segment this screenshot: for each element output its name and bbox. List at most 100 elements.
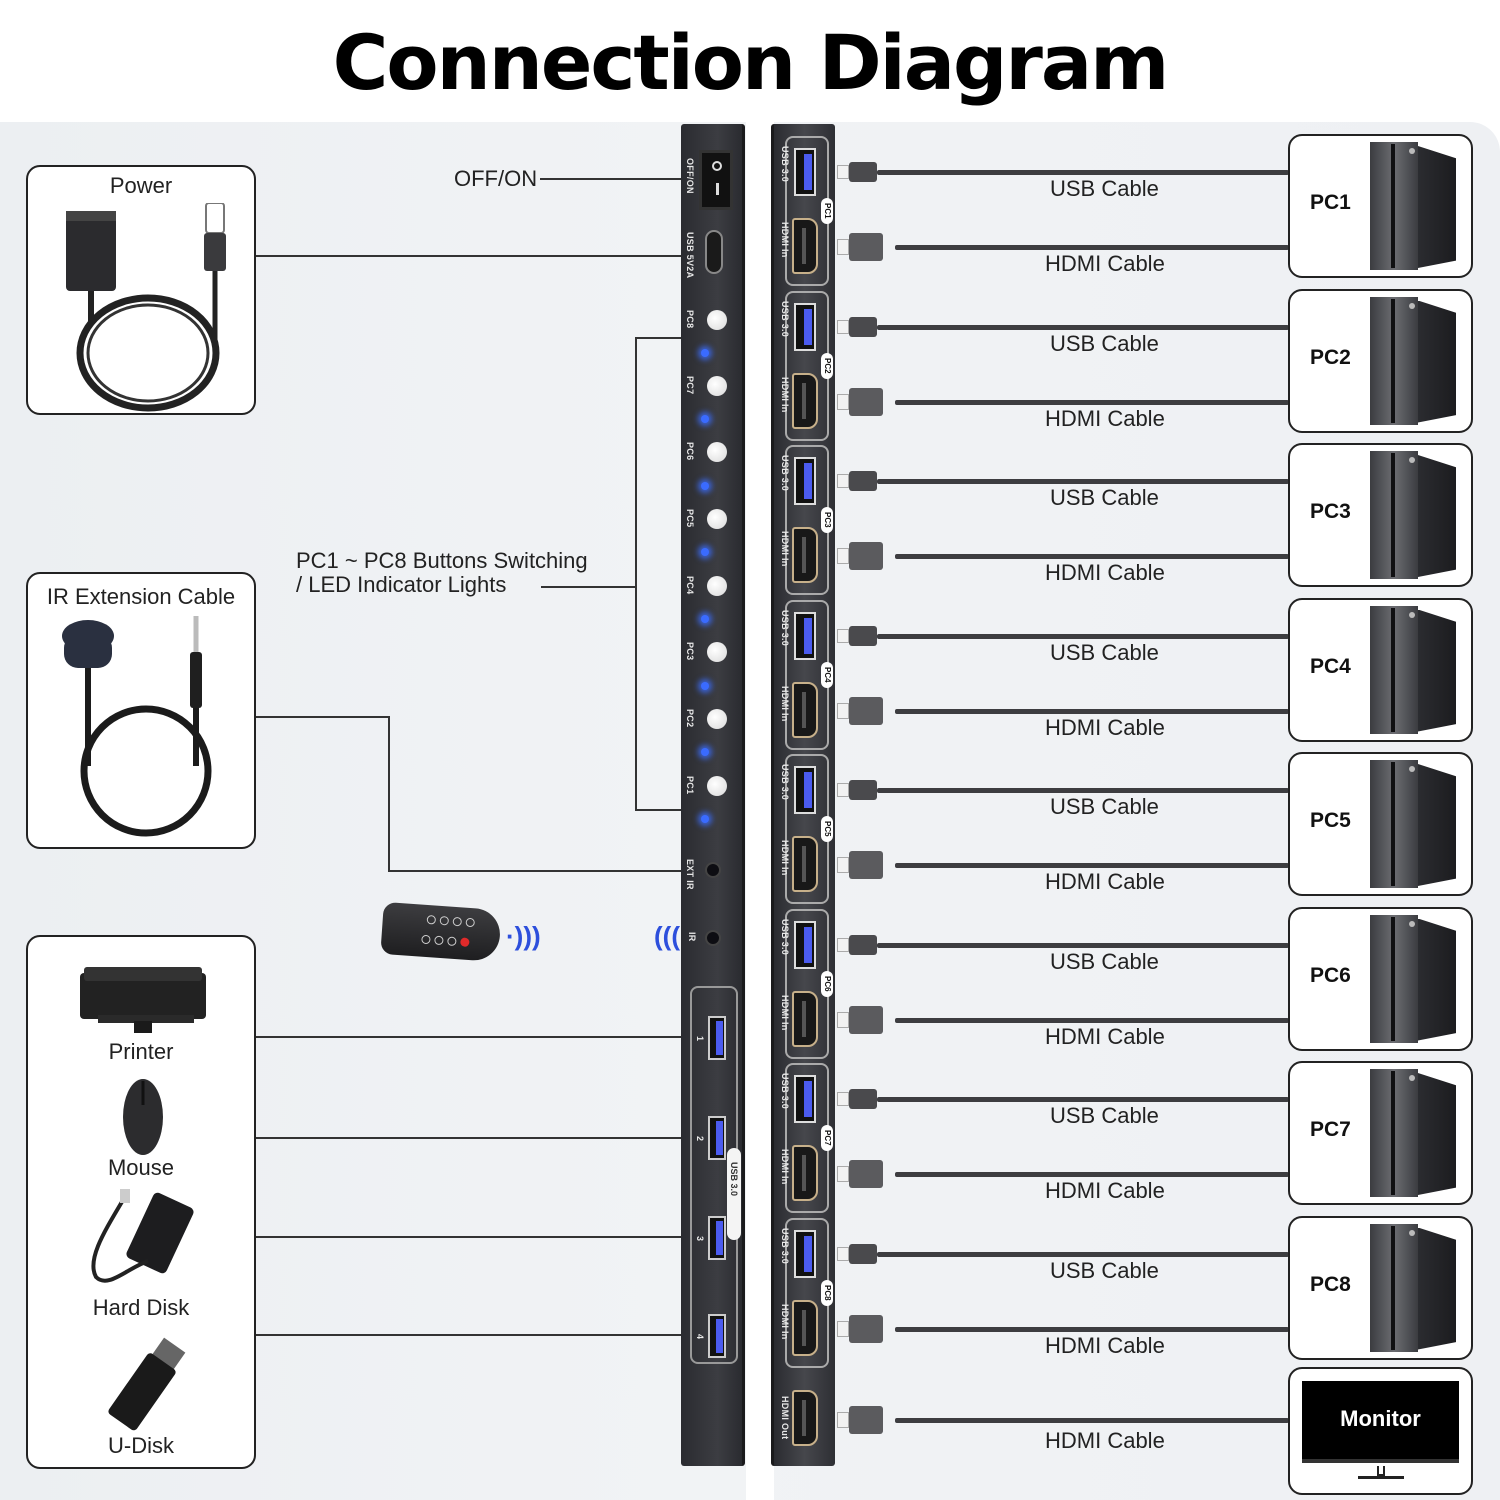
usb-plug-tip <box>837 165 849 179</box>
usb-plug-body <box>849 625 877 646</box>
hdmi-plug-body <box>849 387 883 416</box>
pc4-group-tag: PC4 <box>821 661 833 688</box>
hdmi-in-label: HDMI In <box>780 376 790 413</box>
pc3-hdmi-cable <box>895 554 1289 559</box>
u-disk-label: U-Disk <box>108 1433 174 1458</box>
pc2-card: PC2 <box>1288 288 1473 433</box>
usb-plug-body <box>849 1243 877 1264</box>
hdmi-out-label: HDMI Out <box>780 1396 790 1440</box>
pc8-button[interactable] <box>707 310 727 330</box>
pc1-card: PC1 <box>1288 134 1473 278</box>
hdmi-plug-body <box>849 851 883 879</box>
pc4-usb-port[interactable] <box>794 611 816 660</box>
hdmi-plug-body <box>849 542 883 570</box>
power-card: Power <box>26 165 256 415</box>
usb-port-1[interactable] <box>708 1016 726 1060</box>
pc7-usb-port[interactable] <box>794 1075 816 1123</box>
pc2-label: PC2 <box>1310 345 1351 369</box>
pc1-button[interactable] <box>707 776 727 796</box>
pc5-hdmi-in-port[interactable] <box>792 836 818 892</box>
printer-icon <box>80 967 206 1033</box>
usb-c-power-port[interactable] <box>705 230 723 274</box>
monitor-icon: Monitor <box>1302 1381 1459 1463</box>
mouse-label: Mouse <box>107 1155 175 1180</box>
mouse-icon <box>123 1079 163 1155</box>
pc4-hdmi-in-port[interactable] <box>792 681 818 738</box>
pc3-hdmi-in-port[interactable] <box>792 527 818 583</box>
pc3-button[interactable] <box>707 642 727 662</box>
pc8-card: PC8 <box>1288 1215 1473 1360</box>
pc4-button[interactable] <box>707 576 727 596</box>
pc8-group-tag: PC8 <box>821 1279 833 1306</box>
pc8-hdmi-in-port[interactable] <box>792 1299 818 1356</box>
switch-label: OFF/ON <box>685 158 695 194</box>
ir-extension-card: IR Extension Cable <box>26 572 256 849</box>
ir-remote-control-icon <box>380 901 502 963</box>
pc3-usb-plug-icon <box>837 471 881 491</box>
power-connector-line <box>256 255 682 257</box>
pc1-usb-cable <box>877 170 1289 175</box>
pc4-hdmi-cable <box>895 708 1289 714</box>
usb-port-2[interactable] <box>708 1116 726 1160</box>
pc2-button[interactable] <box>707 709 727 729</box>
ext-ir-jack[interactable] <box>705 862 721 878</box>
mouse-connector-line <box>256 1137 682 1139</box>
pc5-led <box>701 548 709 556</box>
button-label-pc1: PC1 <box>685 776 695 795</box>
pc6-usb-port[interactable] <box>794 920 816 969</box>
tower-power-button <box>1409 611 1415 618</box>
pc-tower-icon <box>1370 142 1456 270</box>
pc2-hdmi-in-port[interactable] <box>792 372 818 429</box>
pc6-hdmi-cable <box>895 1017 1289 1023</box>
pc3-hdmi-plug-icon <box>837 542 897 570</box>
usb-plug-body <box>849 316 877 337</box>
pc8-usb-plug-icon <box>837 1243 881 1264</box>
tower-slit <box>1391 1071 1395 1195</box>
pc6-usb-cable-label: USB Cable <box>1050 948 1159 974</box>
pc3-usb-port[interactable] <box>794 457 816 505</box>
pc7-hdmi-cable-label: HDMI Cable <box>1045 1178 1165 1203</box>
hdmi-in-label: HDMI In <box>780 1149 790 1185</box>
hdmi-plug-tip <box>837 393 849 410</box>
pc1-usb-port[interactable] <box>794 148 816 196</box>
hdmi-plug-tip <box>837 702 849 719</box>
pc1-group-tag: PC1 <box>821 198 833 224</box>
pc-tower-icon <box>1370 451 1456 579</box>
pc5-button[interactable] <box>707 509 727 529</box>
tower-slit <box>1391 916 1395 1041</box>
pc6-usb-cable <box>877 942 1289 948</box>
pc6-button[interactable] <box>707 442 727 462</box>
usb-port-4[interactable] <box>708 1314 726 1358</box>
pc1-usb-plug-icon <box>837 162 881 182</box>
pc7-label: PC7 <box>1310 1118 1351 1141</box>
pc1-label: PC1 <box>1310 191 1351 214</box>
pc6-hdmi-in-port[interactable] <box>792 990 818 1047</box>
pc8-usb-port[interactable] <box>794 1229 816 1278</box>
power-switch[interactable] <box>699 150 733 210</box>
pc5-usb-port[interactable] <box>794 766 816 814</box>
pc7-button[interactable] <box>707 376 727 396</box>
hdmi-plug-tip <box>837 239 849 255</box>
pc8-hdmi-plug-icon <box>837 1314 897 1343</box>
usb-port-3[interactable] <box>708 1216 726 1260</box>
pc-tower-icon <box>1370 1223 1456 1352</box>
tower-slit <box>1391 298 1395 423</box>
pc5-hdmi-cable <box>895 863 1289 868</box>
tower-side <box>1418 609 1456 732</box>
pc5-usb-plug-icon <box>837 780 881 800</box>
pc1-usb-cable-label: USB Cable <box>1050 176 1159 201</box>
pc7-hdmi-in-port[interactable] <box>792 1145 818 1201</box>
pc8-hdmi-cable-label: HDMI Cable <box>1045 1332 1165 1358</box>
tower-power-button <box>1409 920 1415 927</box>
pc2-usb-port[interactable] <box>794 302 816 351</box>
power-adapter-icon <box>66 203 226 412</box>
pc4-hdmi-plug-icon <box>837 696 897 725</box>
pc1-hdmi-cable-label: HDMI Cable <box>1045 251 1165 276</box>
monitor-hdmi-cable <box>895 1418 1289 1423</box>
tower-power-button <box>1409 766 1415 772</box>
pc1-hdmi-in-port[interactable] <box>792 218 818 274</box>
hdmi-plug-tip <box>837 1011 849 1028</box>
kvm-front-panel: OFF/ON USB 5V2A PC8 PC7 PC6 PC5 PC4 PC3 … <box>681 124 745 1466</box>
pc7-usb-cable <box>877 1097 1289 1102</box>
hdmi-out-port[interactable] <box>792 1390 818 1446</box>
